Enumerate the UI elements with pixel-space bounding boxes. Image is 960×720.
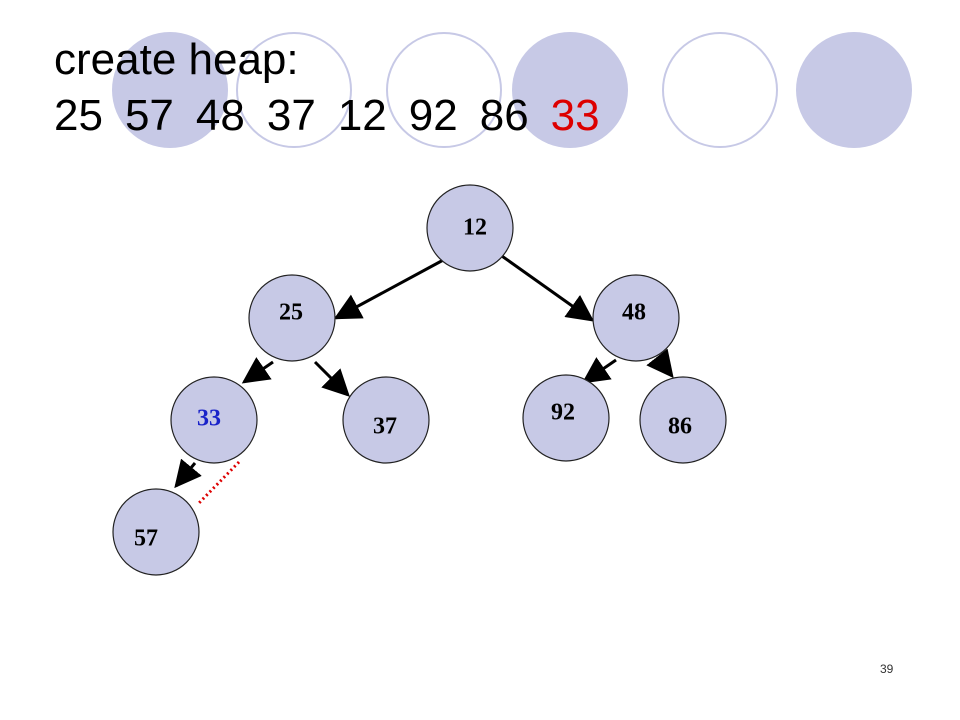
tree-node-label: 48 [622, 300, 646, 326]
tree-edge-n33-n57 [174, 458, 202, 489]
sequence-value: 37 [266, 91, 316, 140]
sequence-value: 25 [54, 91, 103, 140]
page-number: 39 [880, 662, 894, 676]
tree-edge-n25-n37 [313, 360, 350, 397]
tree-node-label: 86 [668, 414, 692, 440]
tree-node-92 [522, 374, 610, 462]
tree-edge-n12-n48 [498, 252, 595, 322]
tree-node-48 [592, 274, 680, 362]
sequence-value: 86 [479, 91, 529, 140]
decor-circle-3 [386, 32, 502, 148]
decor-circle-5 [662, 32, 778, 148]
decor-circle-6 [796, 32, 912, 148]
tree-edge-n48-n92 [581, 357, 617, 384]
tree-node-label: 92 [551, 400, 575, 426]
tree-node-label: 37 [373, 414, 397, 440]
tree-node-57 [112, 488, 200, 576]
tree-node-25 [248, 274, 336, 362]
tree-edge-n48-n86 [646, 348, 674, 379]
tree-node-label: 57 [134, 526, 158, 552]
tree-node-label: 12 [463, 215, 487, 241]
tree-node-12 [426, 184, 514, 272]
tree-node-33 [170, 376, 258, 464]
slide-title: create heap: [54, 35, 299, 84]
swap-indicator-dotted-edge [197, 460, 241, 505]
decor-circle-1 [112, 32, 228, 148]
tree-node-86 [639, 376, 727, 464]
sequence-value: 92 [408, 91, 458, 140]
sequence-value: 12 [337, 91, 387, 140]
input-sequence: 25 57 48 37 12 92 86 33 [54, 90, 600, 142]
sequence-value: 48 [195, 91, 245, 140]
decor-circle-2 [236, 32, 352, 148]
sequence-value: 33 [550, 91, 600, 140]
tree-node-label: 25 [279, 300, 303, 326]
sequence-value: 57 [124, 91, 174, 140]
decor-circle-4 [512, 32, 628, 148]
tree-node-37 [342, 376, 430, 464]
tree-edge-n12-n25 [333, 256, 448, 320]
tree-edge-n25-n33 [241, 357, 274, 384]
tree-node-label: 33 [197, 406, 221, 432]
